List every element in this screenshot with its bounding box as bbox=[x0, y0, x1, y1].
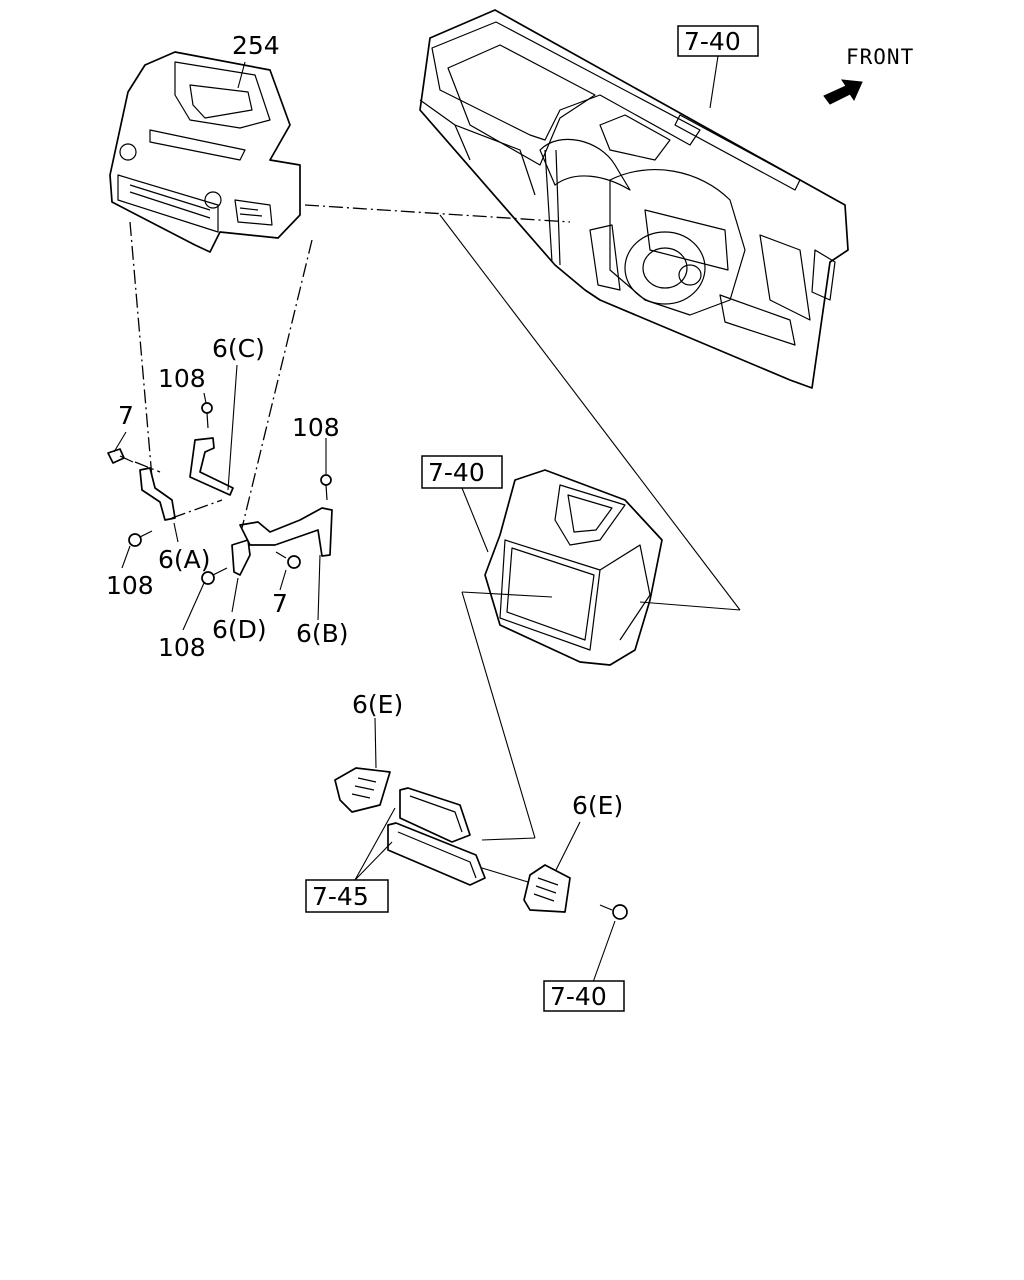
label-6d: 6(D) bbox=[212, 615, 267, 644]
leader-lines bbox=[113, 55, 741, 986]
label-6c: 6(C) bbox=[212, 334, 265, 363]
label-6e-left: 6(E) bbox=[352, 690, 403, 719]
label-ref-7-40-mid: 7-40 bbox=[428, 458, 485, 487]
center-bezel-drawing bbox=[484, 469, 663, 666]
label-ref-7-40-bottom: 7-40 bbox=[550, 982, 607, 1011]
label-7-left: 7 bbox=[118, 401, 134, 430]
lower-assembly-drawing bbox=[334, 767, 628, 920]
instrument-panel-drawing bbox=[419, 9, 849, 389]
ref-box-mid bbox=[421, 455, 503, 489]
ref-box-bottom bbox=[543, 980, 625, 1012]
audio-unit-drawing bbox=[109, 51, 301, 253]
ref-box-top bbox=[677, 25, 759, 57]
front-label: FRONT bbox=[846, 45, 914, 69]
callout-labels: 254 7-40 6(C) 108 7 108 6(A) 108 7 6(D) … bbox=[106, 25, 759, 1012]
label-254: 254 bbox=[232, 31, 280, 60]
front-arrow-icon bbox=[823, 79, 863, 105]
label-108-right: 108 bbox=[292, 413, 340, 442]
label-7-right: 7 bbox=[272, 589, 288, 618]
brackets-and-screws-drawing bbox=[107, 402, 333, 585]
label-ref-7-40-top: 7-40 bbox=[684, 27, 741, 56]
label-ref-7-45: 7-45 bbox=[312, 882, 369, 911]
label-108-top: 108 bbox=[158, 364, 206, 393]
ref-box-7-45 bbox=[305, 879, 389, 913]
label-108-bottom: 108 bbox=[158, 633, 206, 662]
label-6e-right: 6(E) bbox=[572, 791, 623, 820]
label-6a: 6(A) bbox=[158, 545, 211, 574]
label-108-left: 108 bbox=[106, 571, 154, 600]
label-6b: 6(B) bbox=[296, 619, 349, 648]
